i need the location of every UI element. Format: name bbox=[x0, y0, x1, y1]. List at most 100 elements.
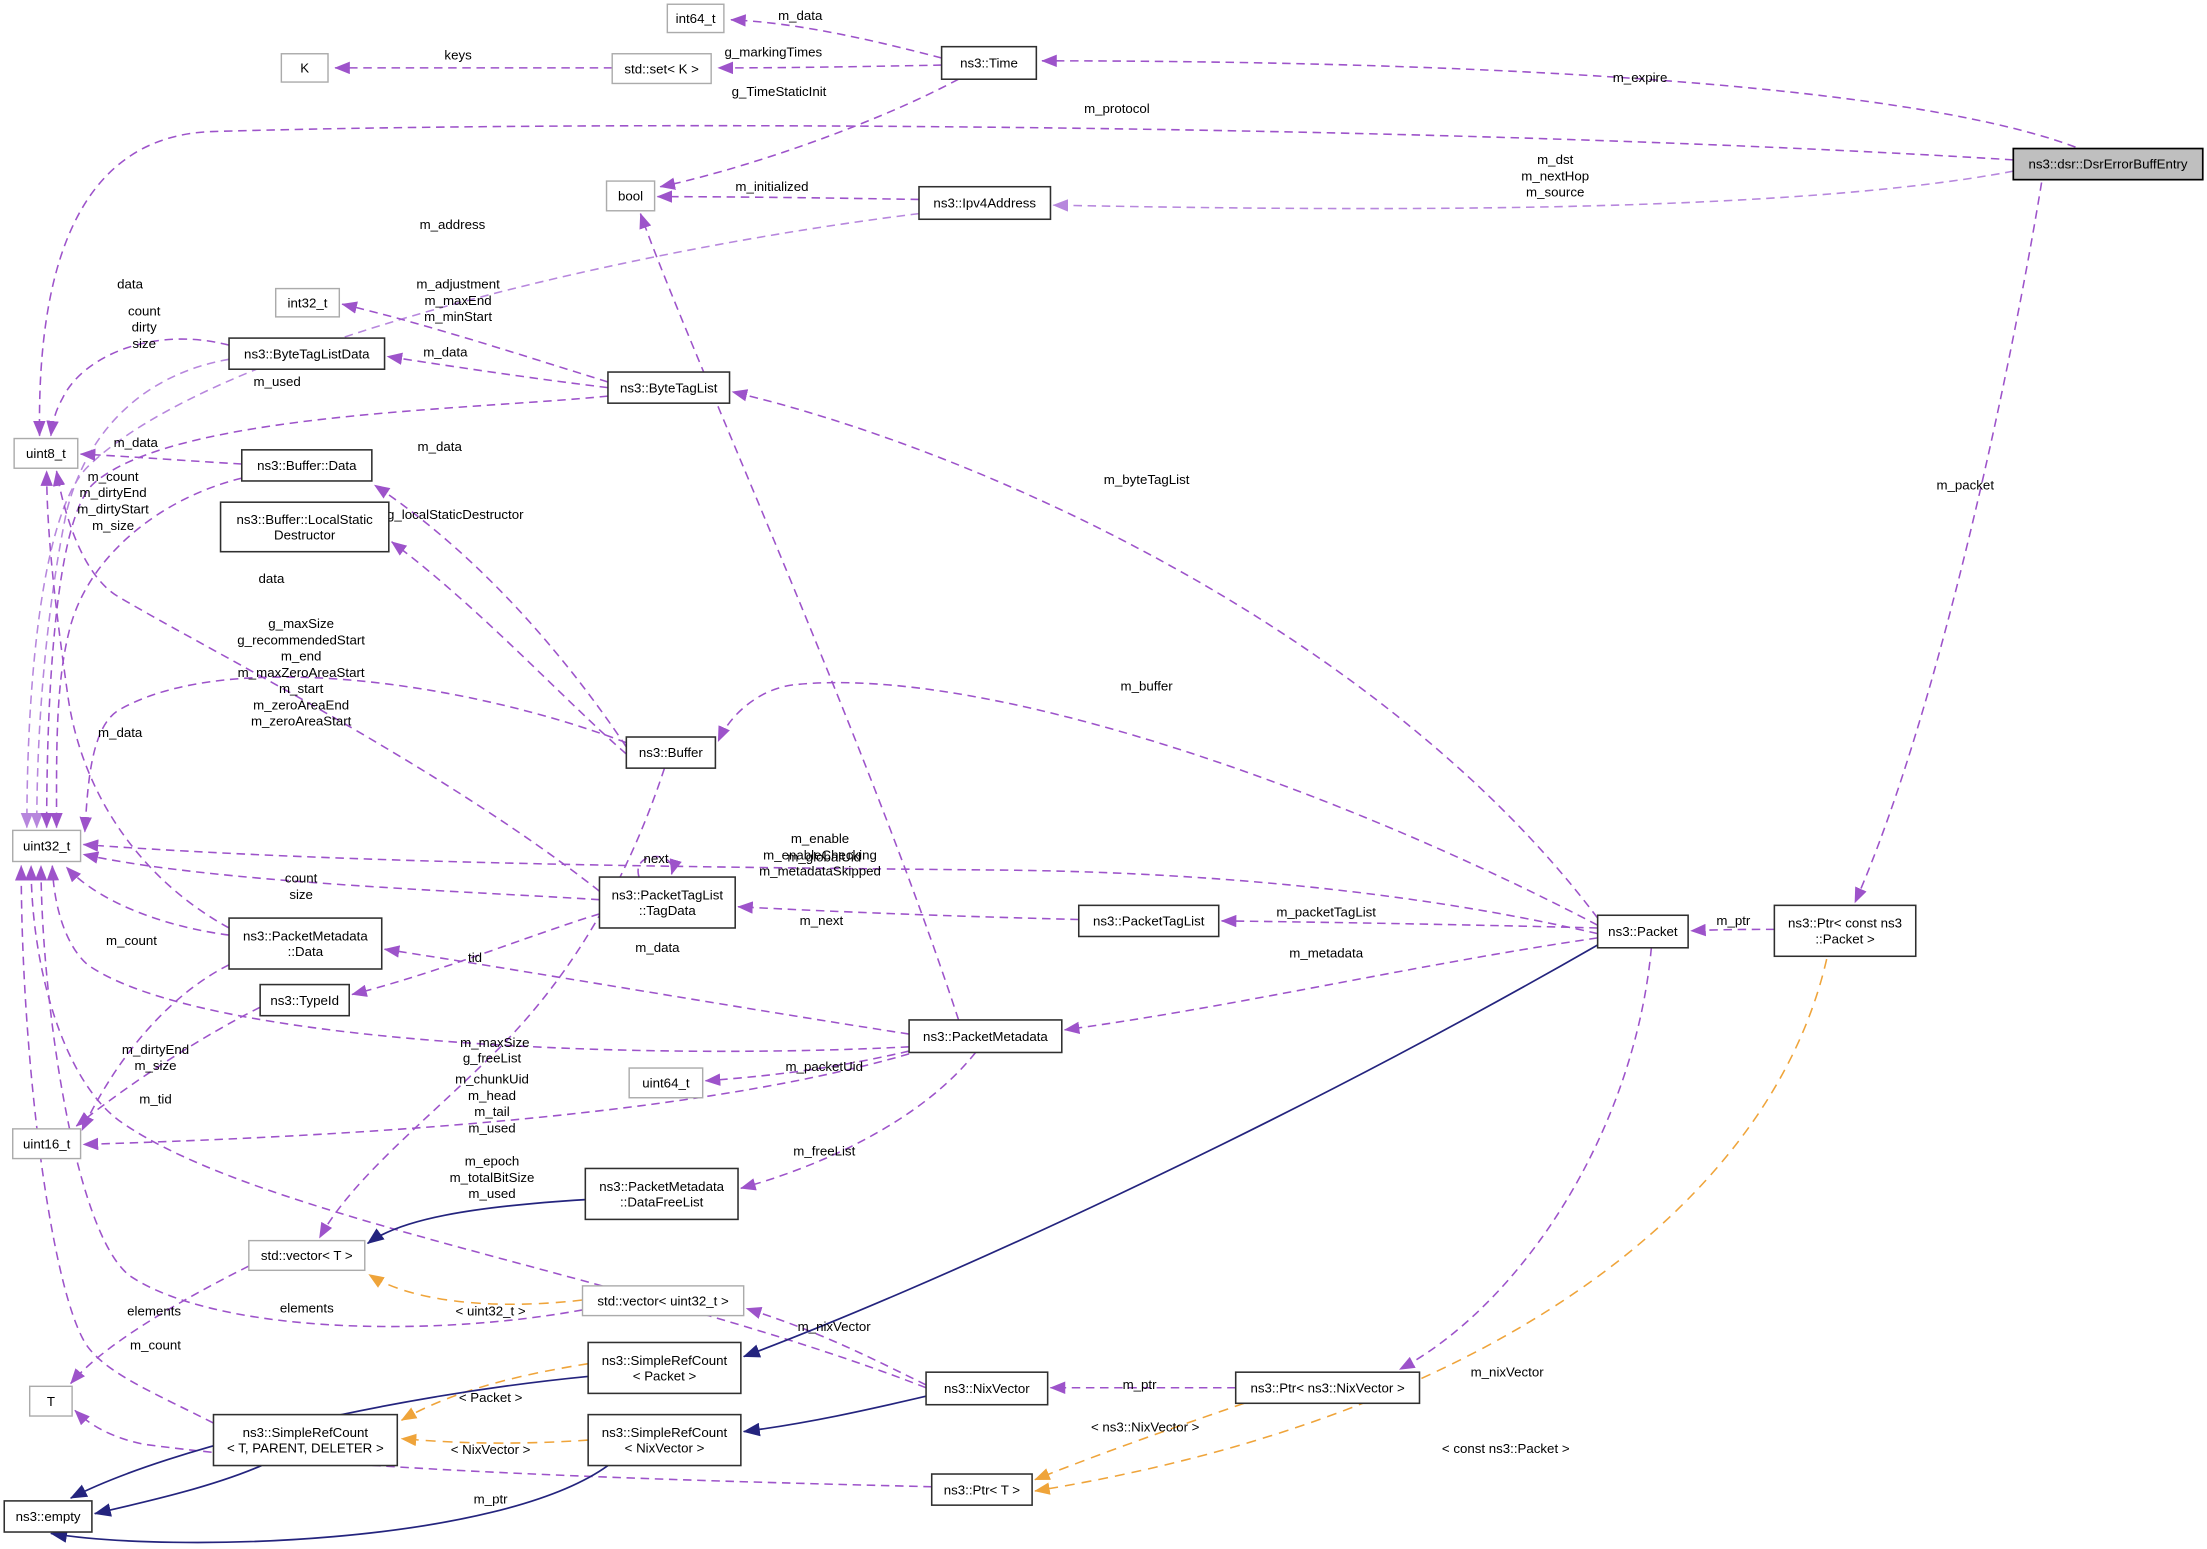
edge-pmdata-to-uint32_t bbox=[65, 866, 230, 936]
edge-main-to-time bbox=[1041, 54, 2076, 148]
node-ptrconst[interactable]: ns3::Ptr< const ns3::Packet > bbox=[1773, 904, 1917, 958]
edge-label-packet-pm: m_metadata bbox=[1289, 946, 1363, 961]
node-uint32_t[interactable]: uint32_t bbox=[12, 829, 82, 863]
edge-vecu32-to-vect bbox=[368, 1273, 583, 1306]
edge-labels-layer: m_datag_markingTimeskeysg_TimeStaticInit… bbox=[77, 8, 1994, 1507]
node-uint8_t[interactable]: uint8_t bbox=[13, 437, 79, 469]
node-label-buffer: ns3::Buffer bbox=[639, 745, 704, 760]
edge-vect-to-t bbox=[70, 1265, 250, 1385]
node-buffer[interactable]: ns3::Buffer bbox=[625, 736, 717, 769]
node-label-srct: ns3::SimpleRefCount< T, PARENT, DELETER … bbox=[227, 1425, 384, 1456]
node-label-t: T bbox=[47, 1394, 55, 1409]
node-uint64_t[interactable]: uint64_t bbox=[628, 1067, 704, 1099]
node-ptl[interactable]: ns3::PacketTagList bbox=[1077, 904, 1220, 938]
node-int32_t[interactable]: int32_t bbox=[274, 287, 341, 318]
edge-pm-to-uint64_t bbox=[704, 1050, 910, 1086]
node-main[interactable]: ns3::dsr::DsrErrorBuffEntry bbox=[2012, 147, 2204, 181]
node-label-tagdata: ns3::PacketTagList::TagData bbox=[612, 887, 724, 918]
node-srcp[interactable]: ns3::SimpleRefCount< Packet > bbox=[587, 1341, 742, 1395]
node-set_k[interactable]: std::set< K > bbox=[611, 53, 712, 85]
edge-vecu32-to-uint32_t bbox=[34, 864, 583, 1328]
edge-bufdata-to-uint32_t bbox=[50, 477, 242, 829]
edge-label-ptrconst-ptrt: < const ns3::Packet > bbox=[1442, 1441, 1570, 1456]
node-ipv4[interactable]: ns3::Ipv4Address bbox=[918, 185, 1052, 221]
edge-label-vecu32-vect: < uint32_t > bbox=[456, 1304, 526, 1319]
edge-label-set_k-k: keys bbox=[444, 47, 472, 62]
edge-label-buffer-lsd: g_localStaticDestructor bbox=[387, 507, 524, 522]
edge-label-pm-uint32_t: m_maxSize bbox=[460, 1035, 529, 1050]
node-bufdata[interactable]: ns3::Buffer::Data bbox=[240, 449, 373, 482]
node-label-ptrt: ns3::Ptr< T > bbox=[944, 1482, 1021, 1497]
edge-label-nix-vecu32: m_nixVector bbox=[798, 1319, 872, 1334]
node-label-ptrconst: ns3::Ptr< const ns3::Packet > bbox=[1788, 916, 1902, 947]
edge-btl-to-int32_t bbox=[341, 301, 609, 383]
node-vect[interactable]: std::vector< T > bbox=[248, 1239, 366, 1272]
node-typeid[interactable]: ns3::TypeId bbox=[259, 983, 350, 1017]
edge-packet-to-pm bbox=[1063, 937, 1598, 1035]
node-label-ptrnix: ns3::Ptr< ns3::NixVector > bbox=[1250, 1380, 1404, 1395]
node-bool[interactable]: bool bbox=[605, 180, 656, 212]
edge-srcn-to-srct bbox=[400, 1433, 589, 1447]
edge-bufdata-to-uint8_t bbox=[79, 448, 242, 465]
edge-label-packet-btl: m_byteTagList bbox=[1104, 472, 1190, 487]
edge-pm-to-dfl bbox=[740, 1051, 977, 1191]
node-label-uint64_t: uint64_t bbox=[642, 1076, 690, 1091]
edge-packet-to-uint32_t bbox=[82, 839, 1598, 935]
edge-label-packet-ptrnix: m_nixVector bbox=[1471, 1364, 1545, 1379]
node-ptrt[interactable]: ns3::Ptr< T > bbox=[930, 1473, 1033, 1506]
node-nix[interactable]: ns3::NixVector bbox=[925, 1371, 1049, 1406]
node-tagdata[interactable]: ns3::PacketTagList::TagData bbox=[598, 876, 736, 929]
node-label-uint32_t: uint32_t bbox=[23, 839, 71, 854]
node-ptrnix[interactable]: ns3::Ptr< ns3::NixVector > bbox=[1234, 1371, 1421, 1405]
node-btl[interactable]: ns3::ByteTagList bbox=[607, 371, 731, 404]
node-label-bool: bool bbox=[618, 189, 643, 204]
node-label-srcn: ns3::SimpleRefCount< NixVector > bbox=[602, 1425, 728, 1456]
edge-btld-to-uint8_t bbox=[46, 338, 230, 437]
edge-label-time-set_k: g_markingTimes bbox=[725, 45, 823, 60]
node-k[interactable]: K bbox=[280, 53, 329, 83]
edge-tagdata-to-uint32_t bbox=[82, 851, 600, 901]
edge-time-to-int64_t bbox=[730, 14, 942, 59]
edge-ipv4-to-uint32_t bbox=[20, 212, 920, 829]
edge-label-ptrconst-packet: m_ptr bbox=[1716, 913, 1751, 928]
node-srct[interactable]: ns3::SimpleRefCount< T, PARENT, DELETER … bbox=[212, 1413, 399, 1467]
node-srcn[interactable]: ns3::SimpleRefCount< NixVector > bbox=[587, 1413, 742, 1467]
edge-label-buffer-vect: g_freeList bbox=[463, 1050, 522, 1065]
edge-label-time-int64_t: m_data bbox=[778, 8, 823, 23]
edge-buffer-to-bufdata bbox=[374, 484, 627, 748]
node-t[interactable]: T bbox=[28, 1385, 73, 1417]
edge-label-srcn-srct: < NixVector > bbox=[451, 1442, 531, 1457]
node-dfl[interactable]: ns3::PacketMetadata::DataFreeList bbox=[584, 1167, 739, 1221]
node-vecu32[interactable]: std::vector< uint32_t > bbox=[581, 1285, 745, 1317]
node-empty[interactable]: ns3::empty bbox=[3, 1500, 93, 1533]
node-time[interactable]: ns3::Time bbox=[940, 45, 1038, 80]
edge-label-packet-uint32_t: m_globalUid bbox=[787, 849, 861, 864]
edge-label-tagdata-tagdata: next bbox=[643, 851, 668, 866]
edge-srcp-to-srct bbox=[400, 1362, 589, 1421]
edge-tagdata-to-uint8_t bbox=[52, 470, 600, 892]
node-int64_t[interactable]: int64_t bbox=[666, 3, 725, 34]
node-pm[interactable]: ns3::PacketMetadata bbox=[908, 1019, 1063, 1054]
edge-label-pm-pmdata: m_data bbox=[635, 940, 680, 955]
node-pmdata[interactable]: ns3::PacketMetadata::Data bbox=[228, 917, 383, 970]
node-label-uint8_t: uint8_t bbox=[26, 446, 66, 461]
edge-label-tagdata-uint8_t: data bbox=[259, 571, 285, 586]
node-btld[interactable]: ns3::ByteTagListData bbox=[228, 337, 386, 370]
node-label-btld: ns3::ByteTagListData bbox=[244, 346, 370, 361]
node-packet[interactable]: ns3::Packet bbox=[1596, 914, 1689, 949]
node-uint16_t[interactable]: uint16_t bbox=[12, 1128, 82, 1160]
edge-label-ptl-tagdata: m_next bbox=[800, 913, 844, 928]
edge-label-vect-t: elements bbox=[127, 1304, 181, 1319]
edge-label-ipv4-uint32_t: m_address bbox=[420, 217, 486, 232]
node-label-time: ns3::Time bbox=[960, 56, 1018, 71]
edge-srct-to-uint32_t bbox=[14, 864, 214, 1424]
